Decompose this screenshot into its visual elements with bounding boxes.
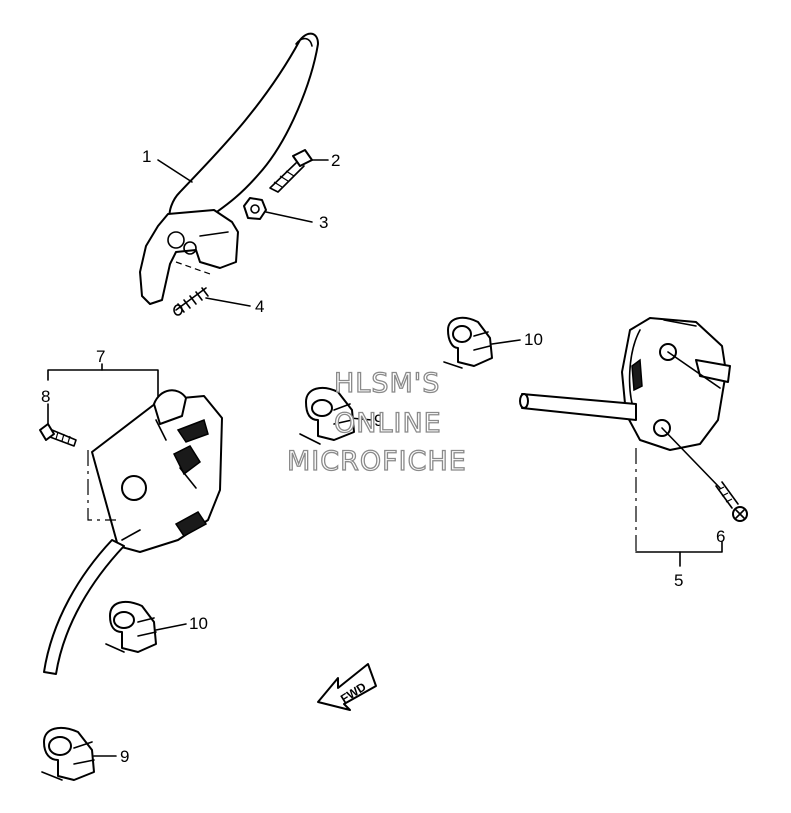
cable-clamp-lower-10 xyxy=(105,600,157,653)
callout-6: 6 xyxy=(716,527,725,546)
clutch-lever xyxy=(139,32,319,305)
callout-8: 8 xyxy=(41,387,50,406)
left-switch-cable xyxy=(43,539,125,675)
callout-10-lower: 10 xyxy=(189,614,208,633)
watermark-line-2: ONLINE xyxy=(334,408,442,439)
leader-lines xyxy=(47,159,723,757)
right-switch-cable xyxy=(519,393,637,421)
callout-10-upper: 10 xyxy=(524,330,543,349)
callout-9-lower: 9 xyxy=(120,747,129,766)
callout-9-upper: 9 xyxy=(374,411,383,430)
watermark-line-3: MICROFICHE xyxy=(287,446,467,477)
lever-nut xyxy=(243,197,267,220)
right-switch-screw xyxy=(715,481,748,522)
callout-5: 5 xyxy=(674,571,683,590)
cable-clamp-lower-9 xyxy=(41,726,95,781)
lever-spring xyxy=(173,287,209,316)
callout-4: 4 xyxy=(255,297,264,316)
lever-pivot-bolt xyxy=(269,149,313,193)
cable-clamp-upper-10 xyxy=(443,316,493,369)
watermark: HLSM'S ONLINE MICROFICHE xyxy=(286,367,467,477)
left-handlebar-switch xyxy=(91,389,223,553)
callouts: 1 2 3 4 7 8 10 9 6 5 10 9 xyxy=(41,147,725,766)
cable-clamp-upper-9 xyxy=(299,386,355,445)
callout-1: 1 xyxy=(142,147,151,166)
callout-2: 2 xyxy=(331,151,340,170)
callout-3: 3 xyxy=(319,213,328,232)
callout-7: 7 xyxy=(96,347,105,366)
watermark-line-1: HLSM'S xyxy=(334,368,440,399)
forward-direction-arrow: FWD xyxy=(317,663,377,711)
left-switch-screw xyxy=(39,423,77,447)
